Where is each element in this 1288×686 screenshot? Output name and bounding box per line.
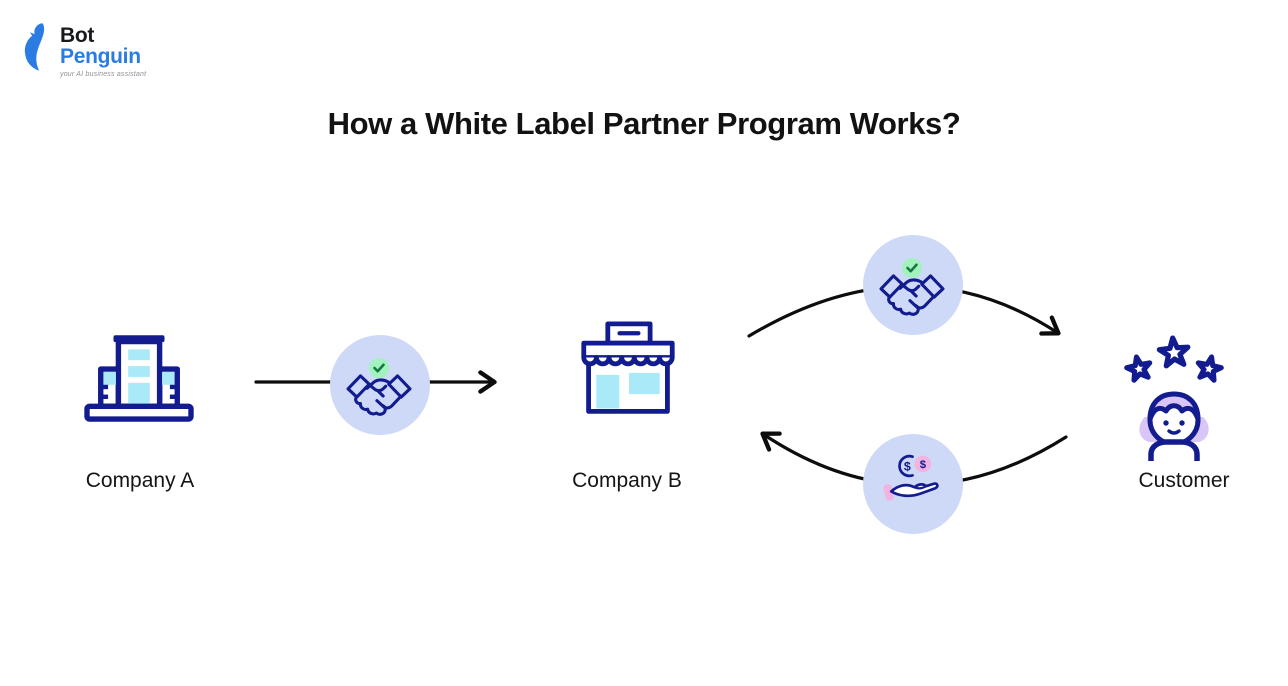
handshake-agreement-bubble-2 xyxy=(863,235,963,335)
check-badge-icon xyxy=(902,258,922,278)
botpenguin-logo: Bot Penguin your AI business assistant xyxy=(16,20,146,79)
building-roof-bar xyxy=(113,335,165,343)
handshake-icon xyxy=(346,374,412,416)
logo-word-bot: Bot xyxy=(60,24,95,47)
page-title: How a White Label Partner Program Works? xyxy=(327,106,961,141)
handshake-agreement-bubble-1 xyxy=(330,335,430,435)
logo-word-penguin: Penguin xyxy=(60,44,141,68)
label-company-a: Company A xyxy=(85,469,195,492)
penguin-icon xyxy=(24,23,45,71)
building-base xyxy=(84,403,194,422)
customer-hair-fringe xyxy=(1147,391,1201,422)
logo-tagline: your AI business assistant xyxy=(60,71,147,79)
check-badge-icon xyxy=(369,358,389,378)
handshake-icon xyxy=(879,274,945,316)
store-window xyxy=(628,372,660,395)
small-coin-dollar: $ xyxy=(920,459,927,471)
customer-with-stars-icon xyxy=(1124,335,1224,461)
office-building-icon xyxy=(84,335,194,422)
customer-shoulders xyxy=(1148,439,1200,461)
hand-receiving-money-icon: $ $ xyxy=(883,454,939,501)
storefront-icon xyxy=(581,321,675,414)
coin-dollar: $ xyxy=(904,459,911,473)
payment-bubble: $ $ xyxy=(863,434,963,534)
store-door xyxy=(596,374,620,409)
logo-wordmark: Bot Penguin your AI business assistant xyxy=(60,20,146,79)
customer-smile xyxy=(1167,429,1181,435)
store-awning xyxy=(581,340,675,360)
label-customer: Customer xyxy=(1138,469,1230,492)
label-company-b: Company B xyxy=(572,469,682,492)
